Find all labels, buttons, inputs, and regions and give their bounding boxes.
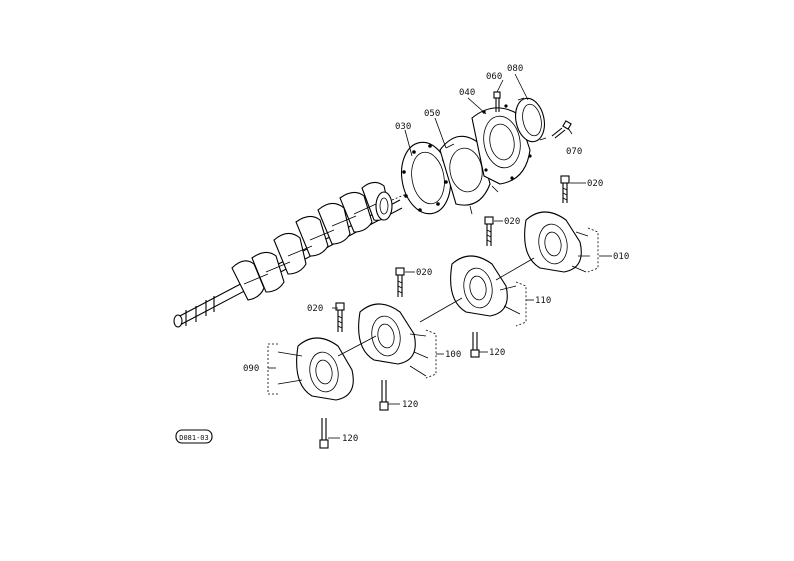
diagram-stamp: D081-03 [175, 429, 213, 444]
callout-040: 040 [459, 88, 475, 98]
callout-050: 050 [424, 109, 440, 119]
callout-010: 010 [613, 252, 629, 262]
bearing-case-100 [358, 303, 437, 379]
callout-120-b: 120 [402, 400, 418, 410]
oil-seal-080 [515, 97, 547, 143]
callout-080: 080 [507, 64, 523, 74]
assembly-leader-lines [337, 257, 535, 357]
callout-110: 110 [535, 296, 551, 306]
bearing-case-010 [524, 211, 599, 273]
callout-020-a: 020 [587, 179, 603, 189]
bolt-120-b [379, 380, 389, 411]
callout-020-d: 020 [307, 304, 323, 314]
callout-070: 070 [566, 147, 582, 157]
bolt-070 [551, 120, 572, 139]
bolt-120-c [319, 418, 329, 449]
callout-020-c: 020 [416, 268, 432, 278]
crankshaft [173, 179, 441, 328]
stamp-text: D081-03 [179, 434, 209, 442]
bearing-case-090 [267, 337, 354, 401]
callout-leaders [268, 73, 612, 439]
callout-030: 030 [395, 122, 411, 132]
bolt-120-a [470, 332, 480, 358]
callout-090: 090 [243, 364, 259, 374]
callout-100: 100 [445, 350, 461, 360]
bolt-020-c [395, 267, 405, 297]
callout-120-c: 120 [342, 434, 358, 444]
callout-120-a: 120 [489, 348, 505, 358]
bearing-case-110 [450, 255, 527, 327]
callout-060: 060 [486, 72, 502, 82]
callout-labels: 020 020 020 020 030 040 050 060 070 080 … [243, 64, 629, 444]
bolt-020-a [560, 175, 570, 203]
callout-020-b: 020 [504, 217, 520, 227]
bolt-020-d [335, 302, 345, 332]
bolt-020-b [484, 216, 494, 246]
housing-040 [471, 104, 532, 185]
